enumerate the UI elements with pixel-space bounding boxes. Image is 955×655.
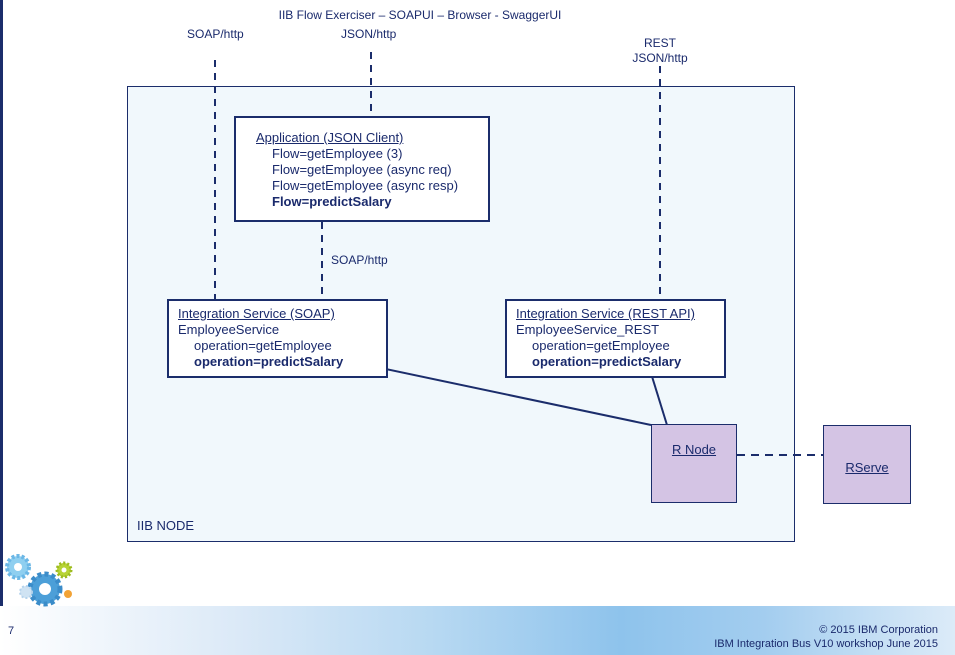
soap-http-label: SOAP/http [187,27,244,41]
rest-label: REST [643,36,676,50]
gears-logo-icon [5,554,73,607]
app-flow-predict-salary: Flow=predictSalary [272,194,392,209]
soap-box-title: Integration Service (SOAP) [178,306,335,321]
copyright-text: © 2015 IBM Corporation [819,624,938,636]
application-json-client-box: Application (JSON Client) Flow=getEmploy… [234,116,490,222]
app-box-title: Application (JSON Client) [256,130,404,145]
footer-bar [0,606,955,655]
app-flow-item: Flow=getEmployee (async resp) [272,178,459,193]
rserve-box: RServe [823,425,911,504]
soap-operation: operation=getEmployee [194,338,332,353]
app-flow-item: Flow=getEmployee (3) [272,146,403,161]
soap-to-rnode-line [361,363,652,426]
r-node-link[interactable]: R Node [671,442,717,457]
integration-service-rest-box: Integration Service (REST API) EmployeeS… [505,299,726,378]
rest-service-name: EmployeeService_REST [516,322,660,337]
integration-service-soap-box: Integration Service (SOAP) EmployeeServi… [167,299,388,378]
rest-to-rnode-line [649,369,668,426]
r-node-box: R Node [651,424,737,503]
left-border-line [0,0,3,606]
soap-operation-predict: operation=predictSalary [194,354,344,369]
rest-json-http-label: JSON/http [632,51,688,65]
rserve-link[interactable]: RServe [845,460,889,475]
clients-label: IIB Flow Exerciser – SOAPUI – Browser - … [278,8,562,22]
iib-node-label: IIB NODE [137,518,195,533]
mid-soap-http-label: SOAP/http [331,253,388,267]
rest-box-title: Integration Service (REST API) [516,306,695,321]
page-number: 7 [8,625,15,637]
soap-service-name: EmployeeService [178,322,280,337]
event-text: IBM Integration Bus V10 workshop June 20… [714,638,938,650]
rest-operation: operation=getEmployee [532,338,670,353]
app-flow-item: Flow=getEmployee (async req) [272,162,452,177]
rest-operation-predict: operation=predictSalary [532,354,682,369]
json-http-label: JSON/http [341,27,397,41]
